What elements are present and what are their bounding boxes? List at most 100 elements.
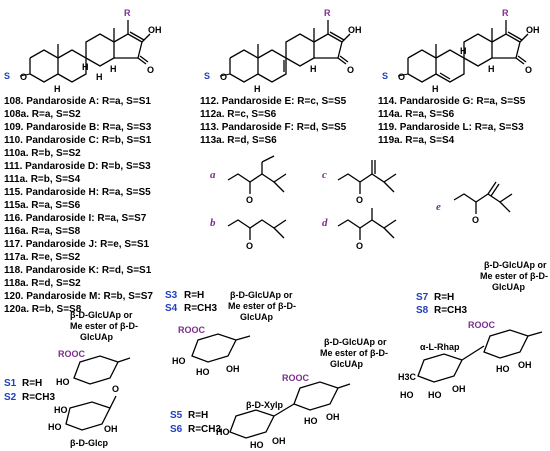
- sugar-name: Me ester of β-D-: [320, 348, 388, 358]
- h-label: H: [110, 64, 117, 74]
- compound-entry: 117. Pandaroside J: R=e, S=S1: [4, 239, 150, 250]
- sugar-name: β-D-Xylp: [246, 400, 283, 410]
- sugar-attachment-label: S: [4, 71, 10, 81]
- sugar-def: R=CH3: [22, 392, 56, 403]
- r-substituent-label: R: [324, 8, 331, 18]
- hydroxyl-label: OH: [226, 364, 240, 374]
- compound-entry: 111a. R=b, S=S4: [4, 174, 81, 185]
- sugar-label-s5: S5: [170, 410, 183, 421]
- hydroxyl-label: OH: [452, 384, 466, 394]
- side-chain-letter: d: [322, 217, 328, 229]
- compound-entry: 114. Pandaroside G: R=a, S=S5: [378, 96, 526, 107]
- hydroxyl-label: HO: [54, 405, 68, 415]
- hydroxyl-label: O: [112, 384, 119, 394]
- sugar-name: β-D-GlcUAp or: [230, 290, 293, 300]
- sugar-def: R=H: [22, 378, 42, 389]
- oxygen-label: O: [398, 72, 405, 82]
- ketone-oxygen-label: O: [525, 65, 532, 75]
- side-chain-letter: b: [210, 217, 216, 229]
- side-chain-b: b O: [210, 217, 287, 251]
- rooc-label: ROOC: [468, 320, 496, 330]
- h-label: H: [310, 64, 317, 74]
- compound-entry: 112. Pandaroside E: R=c, S=S5: [200, 96, 347, 107]
- compound-entry: 108. Pandaroside A: R=a, S=S1: [4, 96, 151, 107]
- sugar-label-s7: S7: [416, 292, 429, 303]
- sugar-label-s2: S2: [4, 392, 17, 403]
- sugar-def: R=H: [434, 292, 454, 303]
- compound-entry: 113. Pandaroside F: R=d, S=S5: [200, 122, 347, 133]
- h-label: H: [432, 84, 439, 94]
- compound-entry: 113a. R=d, S=S6: [200, 135, 277, 146]
- compound-list-col1: 108. Pandaroside A: R=a, S=S1 108a. R=a,…: [4, 96, 153, 315]
- h-label: H: [54, 84, 61, 94]
- rooc-label: ROOC: [178, 325, 206, 335]
- sugar-name: Me ester of β-D-: [70, 321, 138, 331]
- side-chain-letter: c: [322, 169, 327, 181]
- sugar-name: Me ester of β-D-: [480, 271, 548, 281]
- rooc-label: ROOC: [58, 349, 86, 359]
- sugar-s1-s2: β-D-GlcUAp or Me ester of β-D- GlcUAp RO…: [4, 310, 138, 448]
- oxygen-label: O: [356, 241, 363, 251]
- sugar-name: β-D-GlcUAp or: [70, 310, 133, 320]
- compound-list-col2: 112. Pandaroside E: R=c, S=S5 112a. R=c,…: [200, 96, 347, 146]
- sugar-name: GlcUAp: [330, 359, 364, 369]
- sugar-label-s3: S3: [165, 290, 178, 301]
- compound-entry: 118a. R=d, S=S2: [4, 278, 81, 289]
- h-label: H: [96, 72, 103, 82]
- sugar-name: GlcUAp: [80, 332, 114, 342]
- compound-entry: 119. Pandaroside L: R=a, S=S3: [378, 122, 524, 133]
- hydroxyl-label: OH: [148, 25, 162, 35]
- hydroxyl-label: HO: [48, 422, 62, 432]
- compound-entry: 119a. R=a, S=S4: [378, 135, 455, 146]
- steroid-structure-3: R OH O H H H S O: [382, 8, 540, 94]
- oxygen-label: O: [356, 195, 363, 205]
- sugar-name: β-D-Glcp: [70, 438, 108, 448]
- h-label: H: [488, 64, 495, 74]
- compound-entry: 116. Pandaroside I: R=a, S=S7: [4, 213, 147, 224]
- side-chain-a: a O: [210, 155, 287, 205]
- hydroxyl-label: HO: [304, 416, 318, 426]
- ketone-oxygen-label: O: [147, 65, 154, 75]
- r-substituent-label: R: [124, 8, 131, 18]
- compound-entry: 117a. R=e, S=S2: [4, 252, 81, 263]
- hydroxyl-label: HO: [172, 356, 186, 366]
- sugar-name: GlcUAp: [240, 312, 274, 322]
- compound-entry: 111. Pandaroside D: R=b, S=S3: [4, 161, 151, 172]
- side-chain-c: c O: [322, 160, 397, 205]
- sugar-attachment-label: S: [204, 71, 210, 81]
- steroid-structure-2: R OH O H H S O: [204, 8, 362, 94]
- oxygen-label: O: [20, 72, 27, 82]
- r-substituent-label: R: [502, 8, 509, 18]
- sugar-name: β-D-GlcUAp or: [324, 337, 387, 347]
- side-chain-letter: e: [436, 201, 441, 213]
- compound-entry: 114a. R=a, S=S6: [378, 109, 455, 120]
- sugar-name: Me ester of β-D-: [228, 301, 296, 311]
- compound-entry: 110. Pandaroside C: R=b, S=S1: [4, 135, 152, 146]
- ketone-oxygen-label: O: [347, 65, 354, 75]
- side-chain-letter: a: [210, 169, 216, 181]
- compound-entry: 109. Pandaroside B: R=a, S=S3: [4, 122, 152, 133]
- hydroxyl-label: OH: [272, 436, 286, 446]
- sugar-name: GlcUAp: [492, 282, 526, 292]
- hydroxyl-label: HO: [400, 390, 414, 400]
- h-label: H: [254, 84, 261, 94]
- sugar-name: β-D-GlcUAp or: [484, 260, 547, 270]
- sugar-attachment-label: S: [382, 71, 388, 81]
- h-label: H: [82, 62, 89, 72]
- compound-list-col3: 114. Pandaroside G: R=a, S=S5 114a. R=a,…: [378, 96, 526, 146]
- rooc-label: ROOC: [282, 373, 310, 383]
- hydroxyl-label: HO: [56, 377, 70, 387]
- oxygen-label: O: [472, 215, 479, 225]
- oxygen-label: O: [246, 195, 253, 205]
- compound-entry: 116a. R=a, S=S8: [4, 226, 81, 237]
- hydroxyl-label: HO: [216, 427, 230, 437]
- oxygen-label: O: [246, 241, 253, 251]
- sugar-s5-s6: β-D-GlcUAp or Me ester of β-D- GlcUAp RO…: [170, 337, 388, 450]
- sugar-s3-s4: S3 R=H S4 R=CH3 β-D-GlcUAp or Me ester o…: [165, 290, 296, 377]
- sugar-label-s6: S6: [170, 424, 183, 435]
- compound-entry: 120a. R=b, S=S8: [4, 304, 82, 315]
- oxygen-label: O: [220, 72, 227, 82]
- hydroxyl-label: HO: [250, 440, 264, 450]
- hydroxyl-label: HO: [428, 390, 442, 400]
- compound-entry: 112a. R=c, S=S6: [200, 109, 277, 120]
